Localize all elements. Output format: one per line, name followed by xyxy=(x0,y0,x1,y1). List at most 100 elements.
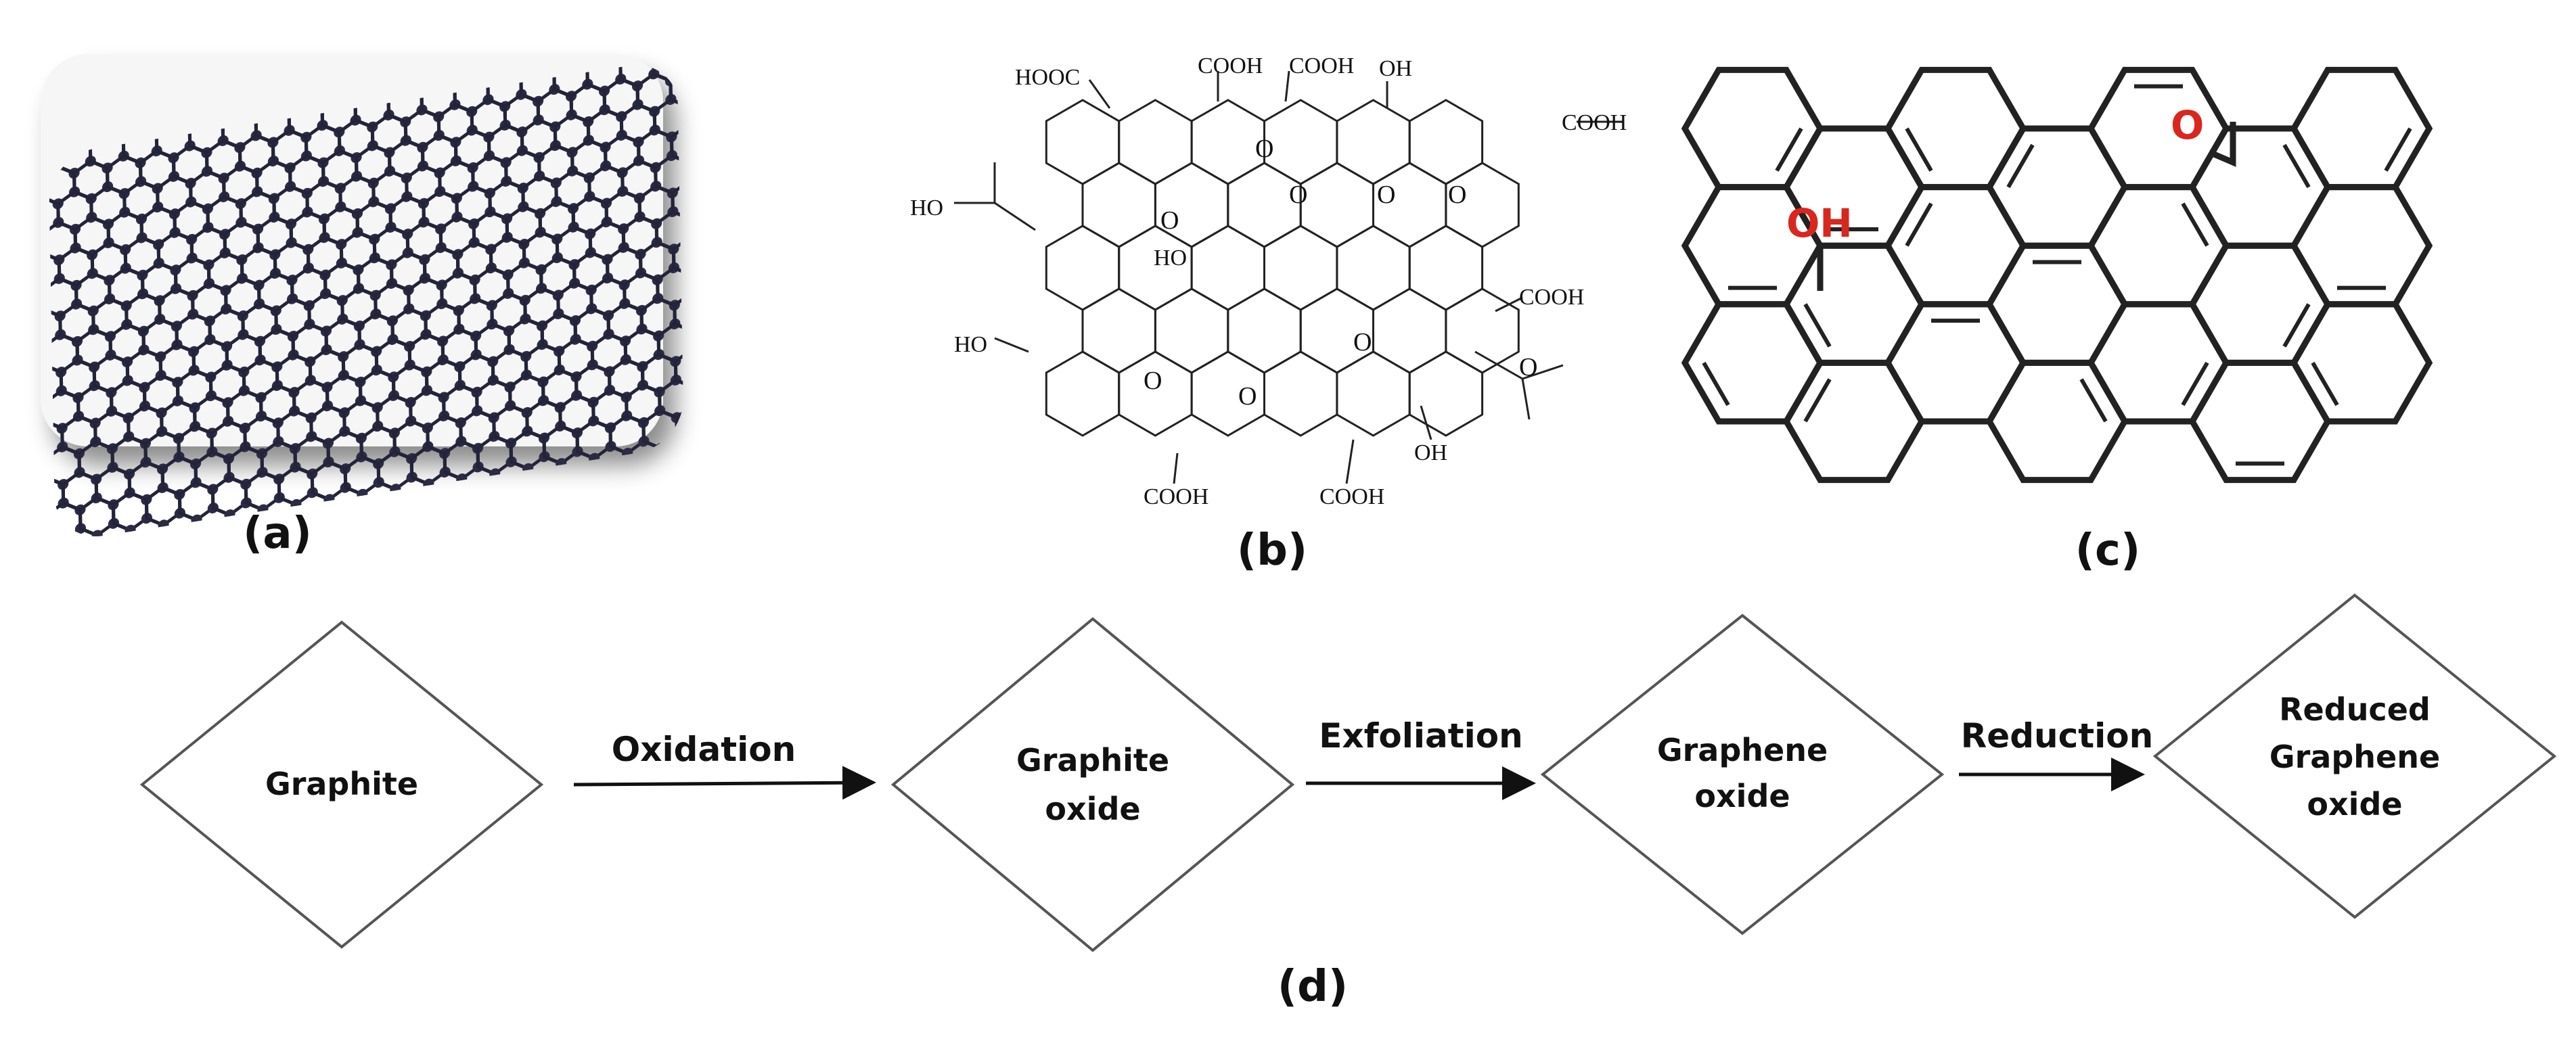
carbon-atom xyxy=(763,3,774,16)
carbon-atom xyxy=(631,43,642,55)
carbon-atom xyxy=(597,0,608,3)
group-hooc: HOOC xyxy=(1015,65,1080,90)
double-bond xyxy=(2006,143,2035,189)
carbon-atom xyxy=(655,442,666,454)
carbon-atom xyxy=(701,238,712,250)
graphene-sheet-illustration xyxy=(0,0,806,551)
lattice-hexagon xyxy=(710,398,744,440)
epoxide-o-1: O xyxy=(1255,135,1273,163)
carbon-atom xyxy=(332,32,343,45)
carbon-atom xyxy=(750,220,761,233)
carbon-atom xyxy=(714,39,725,51)
carbon-atom xyxy=(765,78,775,90)
carbon-atom xyxy=(686,325,697,337)
lattice-hexagon xyxy=(704,61,738,103)
lattice-hexagon xyxy=(470,0,503,27)
lattice-hexagon xyxy=(13,450,47,492)
group-ho-lower: HO xyxy=(954,332,987,357)
carbon-atom xyxy=(17,53,28,65)
carbon-atom xyxy=(719,338,730,350)
carbon-atom xyxy=(2,177,13,189)
carbon-atom xyxy=(0,507,3,519)
carbon-atom xyxy=(398,3,409,16)
carbon-atom xyxy=(0,451,2,463)
carbon-atom xyxy=(716,151,727,163)
carbon-atom xyxy=(782,85,792,97)
carbon-atom xyxy=(767,190,777,202)
epoxide-o-8: O xyxy=(1353,328,1372,356)
carbon-atom xyxy=(681,44,692,56)
lattice-hexagon xyxy=(48,58,58,68)
lattice-hexagon xyxy=(675,403,684,445)
epoxy-label: O xyxy=(2171,102,2204,148)
carbon-atom xyxy=(25,539,36,551)
carbon-atom xyxy=(298,19,309,31)
carbon-atom xyxy=(4,289,15,302)
lattice-hexagon xyxy=(436,0,470,32)
lattice-hexagon xyxy=(752,0,786,11)
double-bond xyxy=(1905,202,1933,247)
carbon-ring xyxy=(1227,287,1302,374)
group-cooh-right-top: COOH xyxy=(1562,110,1627,135)
carbon-atom xyxy=(24,446,35,458)
carbon-atom xyxy=(265,24,276,36)
honeycomb-lattice xyxy=(1681,66,2433,484)
carbon-atom xyxy=(766,134,777,146)
step-graphite-label: Graphite xyxy=(265,766,418,802)
lattice-hexagon xyxy=(759,362,792,404)
lattice-hexagon xyxy=(758,306,792,348)
carbon-atom xyxy=(498,7,509,19)
carbon-ring xyxy=(1118,99,1193,185)
lattice-hexagon xyxy=(0,87,24,130)
carbon-atom xyxy=(731,83,742,95)
carbon-atom xyxy=(686,343,697,355)
lattice-hexagon xyxy=(772,163,806,206)
lattice-hexagon xyxy=(0,118,7,160)
lattice-hexagon xyxy=(271,16,304,58)
lattice-hexagon xyxy=(254,0,288,32)
carbon-ring xyxy=(1408,350,1484,437)
carbon-atom xyxy=(735,252,746,264)
carbon-atom xyxy=(748,90,759,102)
lattice-hexagon xyxy=(671,235,684,277)
carbon-atom xyxy=(5,365,16,377)
carbon-atom xyxy=(713,1,724,14)
group-cooh-bottom-1: COOH xyxy=(1144,484,1208,509)
double-bond xyxy=(1775,127,1803,172)
carbon-atom xyxy=(348,39,359,51)
carbon-atom xyxy=(698,88,709,100)
lattice-hexagon xyxy=(5,57,39,99)
carbon-atom xyxy=(748,108,759,120)
carbon-ring xyxy=(1081,162,1156,248)
double-bond xyxy=(2384,127,2412,172)
lattice-hexagon xyxy=(743,393,777,436)
carbon-ring xyxy=(1299,162,1374,248)
carbon-atom xyxy=(24,427,35,440)
carbon-atom xyxy=(0,395,1,407)
lattice-hexagon xyxy=(0,256,26,298)
carbon-atom xyxy=(432,17,443,29)
lattice-hexagon xyxy=(740,225,773,267)
carbon-atom xyxy=(746,0,757,9)
arrow-label-exfoliation: Exfoliation xyxy=(1319,716,1523,756)
carbon-atom xyxy=(684,212,695,225)
carbon-atom xyxy=(332,14,342,26)
carbon-atom xyxy=(0,488,3,501)
graphene-oxide-structure: HOOC COOH COOH OH COOH HO HO COOH HO O O… xyxy=(910,53,1627,509)
carbon-atom xyxy=(3,252,14,264)
step-reduced-graphene-oxide-diamond xyxy=(2152,593,2557,919)
lattice-hexagon xyxy=(0,312,28,354)
carbon-atom xyxy=(614,0,625,11)
carbon-atom xyxy=(682,119,684,131)
carbon-atom xyxy=(697,14,708,26)
carbon-atom xyxy=(597,28,608,41)
lattice-hexagon xyxy=(692,373,726,415)
lattice-hexagon xyxy=(687,92,721,135)
lattice-hexagon xyxy=(719,0,752,17)
carbon-atom xyxy=(749,146,760,158)
carbon-atom xyxy=(83,43,94,55)
lattice-hexagon xyxy=(739,168,773,211)
carbon-atom xyxy=(704,425,715,437)
epoxide-o-6: O xyxy=(1144,367,1162,395)
panel-label-d: (d) xyxy=(1278,962,1348,1012)
